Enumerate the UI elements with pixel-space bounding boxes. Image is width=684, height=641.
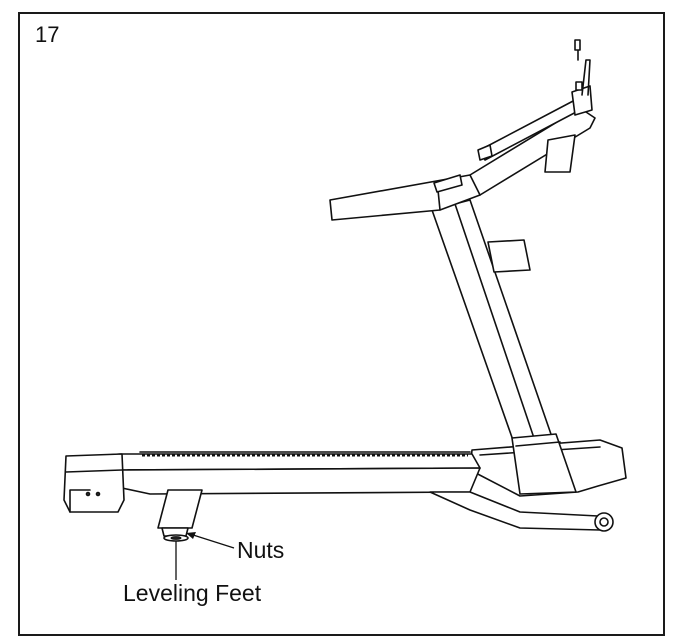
tablet-holder: [575, 40, 590, 95]
motor-hood: [470, 434, 626, 496]
rear-end-cap: [64, 454, 124, 512]
leveling-feet-label: Leveling Feet: [123, 580, 261, 607]
console: [330, 86, 595, 220]
upright-column: [432, 200, 553, 446]
base-frame: [430, 492, 613, 531]
treadmill-deck: [70, 452, 480, 494]
side-bracket: [488, 240, 530, 272]
callout-nuts-arrow: [186, 532, 234, 548]
nuts-label: Nuts: [237, 537, 284, 564]
